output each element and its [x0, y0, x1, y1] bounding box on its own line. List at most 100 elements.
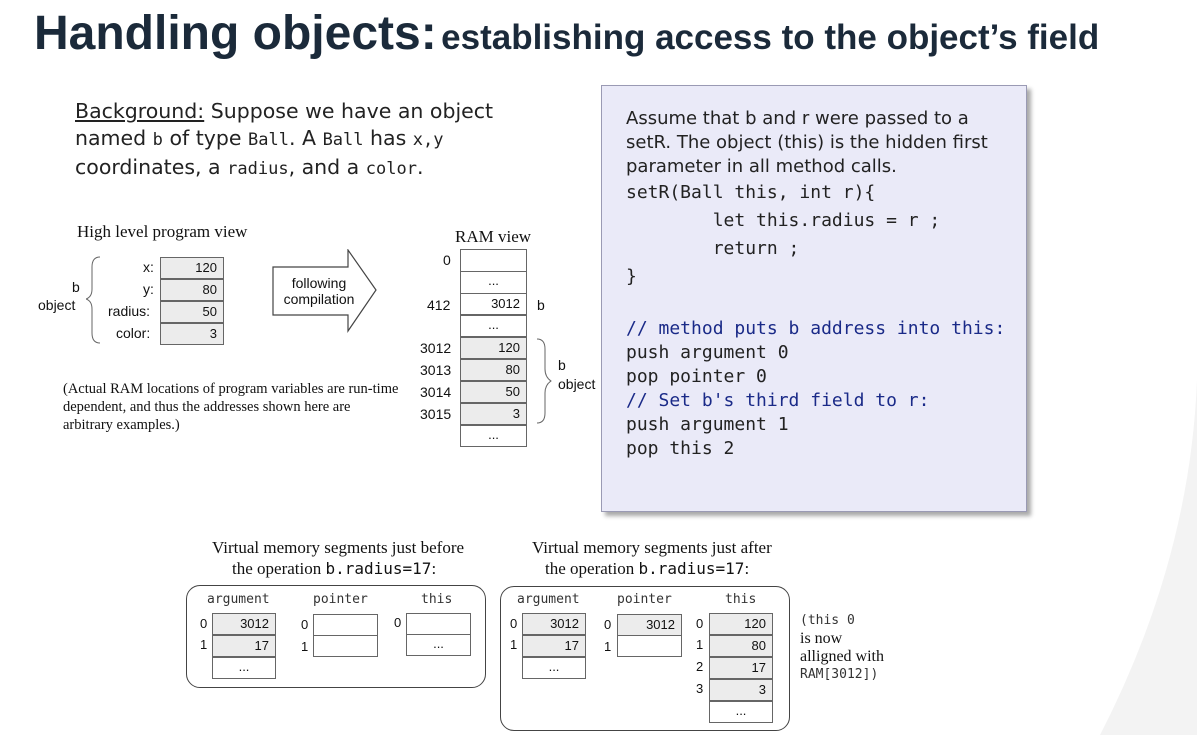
ram-addr: 3014	[420, 384, 452, 400]
arrow-label: following compilation	[279, 275, 359, 307]
before-argument-cell: 17	[212, 635, 276, 657]
segment-index: 1	[200, 637, 208, 652]
background-text: of type	[162, 126, 249, 150]
ram-object-cell: 3	[460, 403, 527, 425]
ram-object-brace	[536, 338, 552, 424]
after-this-label: this	[725, 592, 757, 607]
before-argument-dots: ...	[212, 657, 276, 679]
caption-code: b.radius=17	[325, 559, 432, 578]
before-caption-op: the operation b.radius=17:	[232, 559, 436, 579]
segment-index: 1	[510, 637, 518, 652]
side-note-line: RAM[3012])	[800, 667, 879, 682]
after-caption: Virtual memory segments just after	[532, 538, 772, 557]
background-var: color	[365, 159, 417, 179]
object-brace	[86, 256, 101, 344]
code-box: Assume that b and r were passed to a set…	[601, 85, 1027, 512]
after-this-cell: 3	[709, 679, 773, 701]
code-intro-line: setR. The object (this) is the hidden fi…	[626, 132, 988, 153]
ram-cell	[460, 249, 527, 272]
after-this-cell: 80	[709, 635, 773, 657]
field-value-cell: 80	[160, 279, 224, 301]
code-line: let this.radius = r ;	[626, 210, 941, 231]
code-line: return ;	[626, 238, 800, 259]
code-line: }	[626, 266, 637, 287]
segment-index: 2	[696, 659, 704, 674]
after-pointer-label: pointer	[617, 592, 672, 607]
before-pointer-cell	[313, 635, 378, 657]
before-pointer-label: pointer	[313, 592, 368, 607]
slide-title: Handling objects: establishing access to…	[34, 6, 1099, 61]
code-intro-var: b	[745, 108, 757, 129]
before-caption: Virtual memory segments just before	[212, 538, 465, 557]
background-paragraph: Background: Suppose we have an object na…	[75, 98, 545, 183]
before-argument-cell: 3012	[212, 613, 276, 635]
arrow-label-line: compilation	[283, 291, 355, 307]
caption-text: the operation	[232, 559, 326, 578]
code-intro-line: parameter in all method calls.	[626, 156, 897, 177]
after-argument-label: argument	[517, 592, 580, 607]
background-type: Ball	[322, 130, 364, 150]
ram-addr: 3012	[420, 340, 452, 356]
segment-index: 0	[200, 616, 208, 631]
ram-object-cell: 50	[460, 381, 527, 403]
side-note-line: alligned with	[800, 648, 884, 665]
background-label: Background:	[75, 99, 205, 123]
field-value-cell: 50	[160, 301, 224, 323]
after-argument-cell: 17	[522, 635, 586, 657]
before-argument-label: argument	[207, 592, 270, 607]
segment-index: 0	[394, 615, 402, 630]
vm-code-line: pop this 2	[626, 438, 735, 459]
code-intro-text: Assume that	[626, 108, 746, 129]
ram-dots-cell: ...	[460, 425, 527, 447]
object-name: b	[72, 279, 80, 295]
before-segments-box	[186, 585, 486, 688]
high-level-heading: High level program view	[77, 222, 248, 241]
ram-addr: 3013	[420, 362, 452, 378]
vm-code-line: pop pointer 0	[626, 366, 767, 387]
background-type: Ball	[248, 130, 289, 150]
arrow-label-line: following	[291, 275, 347, 291]
ram-view-heading: RAM view	[455, 227, 532, 246]
after-this-cell: 120	[709, 613, 773, 635]
segment-index: 1	[301, 639, 309, 654]
after-argument-cell: 3012	[522, 613, 586, 635]
ram-addr: 0	[443, 252, 451, 268]
before-this-label: this	[421, 592, 453, 607]
object-word: object	[38, 297, 76, 313]
segment-index: 1	[604, 639, 612, 654]
ram-b-label: b	[537, 297, 545, 313]
field-name-y: y:	[143, 281, 154, 297]
ram-addr: 3015	[420, 406, 452, 422]
field-value-cell: 120	[160, 257, 224, 279]
background-text: Suppose we have an object named	[75, 99, 494, 150]
background-var: b	[152, 130, 163, 150]
before-pointer-cell	[313, 614, 378, 636]
code-intro-line: Assume that b and r were passed to a	[626, 108, 969, 129]
vm-comment-line: // Set b's third field to r:	[626, 390, 930, 411]
after-pointer-cell: 3012	[617, 614, 682, 636]
ram-dots-cell: ...	[460, 315, 527, 337]
side-note: (this 0 is now alligned with RAM[3012])	[800, 612, 884, 684]
side-note-line: is now	[800, 630, 843, 647]
code-line: setR(Ball this, int r){	[626, 182, 876, 203]
after-this-dots: ...	[709, 701, 773, 723]
after-this-cell: 17	[709, 657, 773, 679]
field-name-color: color:	[116, 325, 151, 341]
caption-text: :	[744, 559, 750, 578]
segment-index: 0	[301, 617, 309, 632]
caption-text: :	[431, 559, 437, 578]
background-text: , and a	[288, 155, 366, 179]
segment-index: 3	[696, 681, 704, 696]
ram-pointer-cell: 3012	[460, 293, 527, 315]
after-pointer-cell	[617, 635, 682, 657]
compilation-arrow-icon	[272, 249, 377, 333]
field-name-x: x:	[143, 259, 154, 275]
caption-code: b.radius=17	[638, 559, 745, 578]
after-segments-box	[500, 586, 790, 731]
vm-code-line: push argument 0	[626, 342, 789, 363]
ram-addr: 412	[427, 297, 451, 313]
vm-comment-line: // method puts b address into this:	[626, 318, 1006, 339]
ram-dots-cell: ...	[460, 271, 527, 293]
code-intro-text: and	[756, 108, 802, 129]
vm-code-line: push argument 1	[626, 414, 789, 435]
